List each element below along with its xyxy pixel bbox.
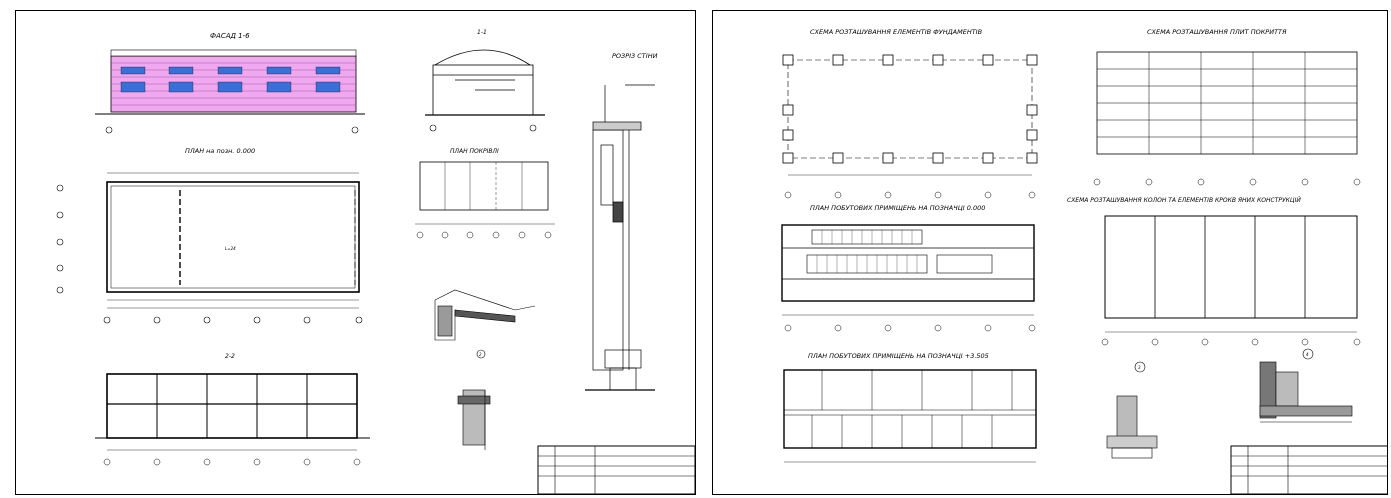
hall-label: L=24 xyxy=(225,246,236,251)
drawing-sheet-2: СХЕМА РОЗТАШУВАННЯ ЕЛЕМЕНТІВ ФУНДАМЕНТІВ… xyxy=(712,10,1388,495)
foundation-scheme-drawing xyxy=(782,54,1038,199)
section-2-2-title: 2-2 xyxy=(225,353,235,360)
floor-plan-drawing xyxy=(56,172,363,324)
columns-scheme-drawing xyxy=(1101,215,1361,346)
node-3-drawing xyxy=(1106,361,1158,459)
slabs-title: СХЕМА РОЗТАШУВАННЯ ПЛИТ ПОКРИТТЯ xyxy=(1147,28,1287,36)
facade-title: ФАСАД 1-6 xyxy=(210,32,250,40)
columns-title: СХЕМА РОЗТАШУВАННЯ КОЛОН ТА ЕЛЕМЕНТІВ КР… xyxy=(1067,197,1301,204)
title-block-2 xyxy=(1230,445,1388,495)
amenity-plan-2-drawing xyxy=(783,369,1037,463)
facade-drawing xyxy=(95,49,365,134)
roof-plan-drawing xyxy=(415,161,555,239)
node-2-label: 2 xyxy=(479,352,482,357)
sheet-2-drawing: СХЕМА РОЗТАШУВАННЯ ЕЛЕМЕНТІВ ФУНДАМЕНТІВ… xyxy=(781,28,1388,495)
title-block-1 xyxy=(537,445,696,495)
sheet-1-frame xyxy=(15,10,696,495)
slabs-scheme-drawing xyxy=(1093,51,1361,186)
sheet-1-drawing: ФАСАД 1-6 1-1 РОЗРІЗ СТІНИ xyxy=(56,29,696,495)
section-1-1-drawing xyxy=(425,49,545,132)
node-3-label: 3 xyxy=(1138,365,1141,370)
node-4-drawing xyxy=(1259,348,1353,423)
amenity-plan-drawing xyxy=(781,224,1036,332)
node-4-label: 4 xyxy=(1306,352,1309,357)
wall-section-title: РОЗРІЗ СТІНИ xyxy=(612,52,658,60)
foundation-title: СХЕМА РОЗТАШУВАННЯ ЕЛЕМЕНТІВ ФУНДАМЕНТІВ xyxy=(810,28,983,36)
amenity-plan-title: ПЛАН ПОБУТОВИХ ПРИМІЩЕНЬ НА ПОЗНАЧЦІ 0.0… xyxy=(810,204,985,212)
node-1-drawing xyxy=(457,389,491,450)
roof-plan-title: ПЛАН ПОКРІВЛІ xyxy=(450,148,499,155)
amenity-plan-2-title: ПЛАН ПОБУТОВИХ ПРИМІЩЕНЬ НА ПОЗНАЧЦІ +3.… xyxy=(808,352,989,360)
wall-section-drawing xyxy=(585,84,655,391)
drawing-sheet-1: ФАСАД 1-6 1-1 РОЗРІЗ СТІНИ xyxy=(15,10,696,495)
floor-plan-title: ПЛАН на позн. 0.000 xyxy=(185,147,255,155)
sheet-2-frame xyxy=(712,10,1388,495)
section-1-1-title: 1-1 xyxy=(477,29,487,36)
section-2-2-drawing xyxy=(95,373,370,466)
node-2-drawing xyxy=(434,289,536,359)
